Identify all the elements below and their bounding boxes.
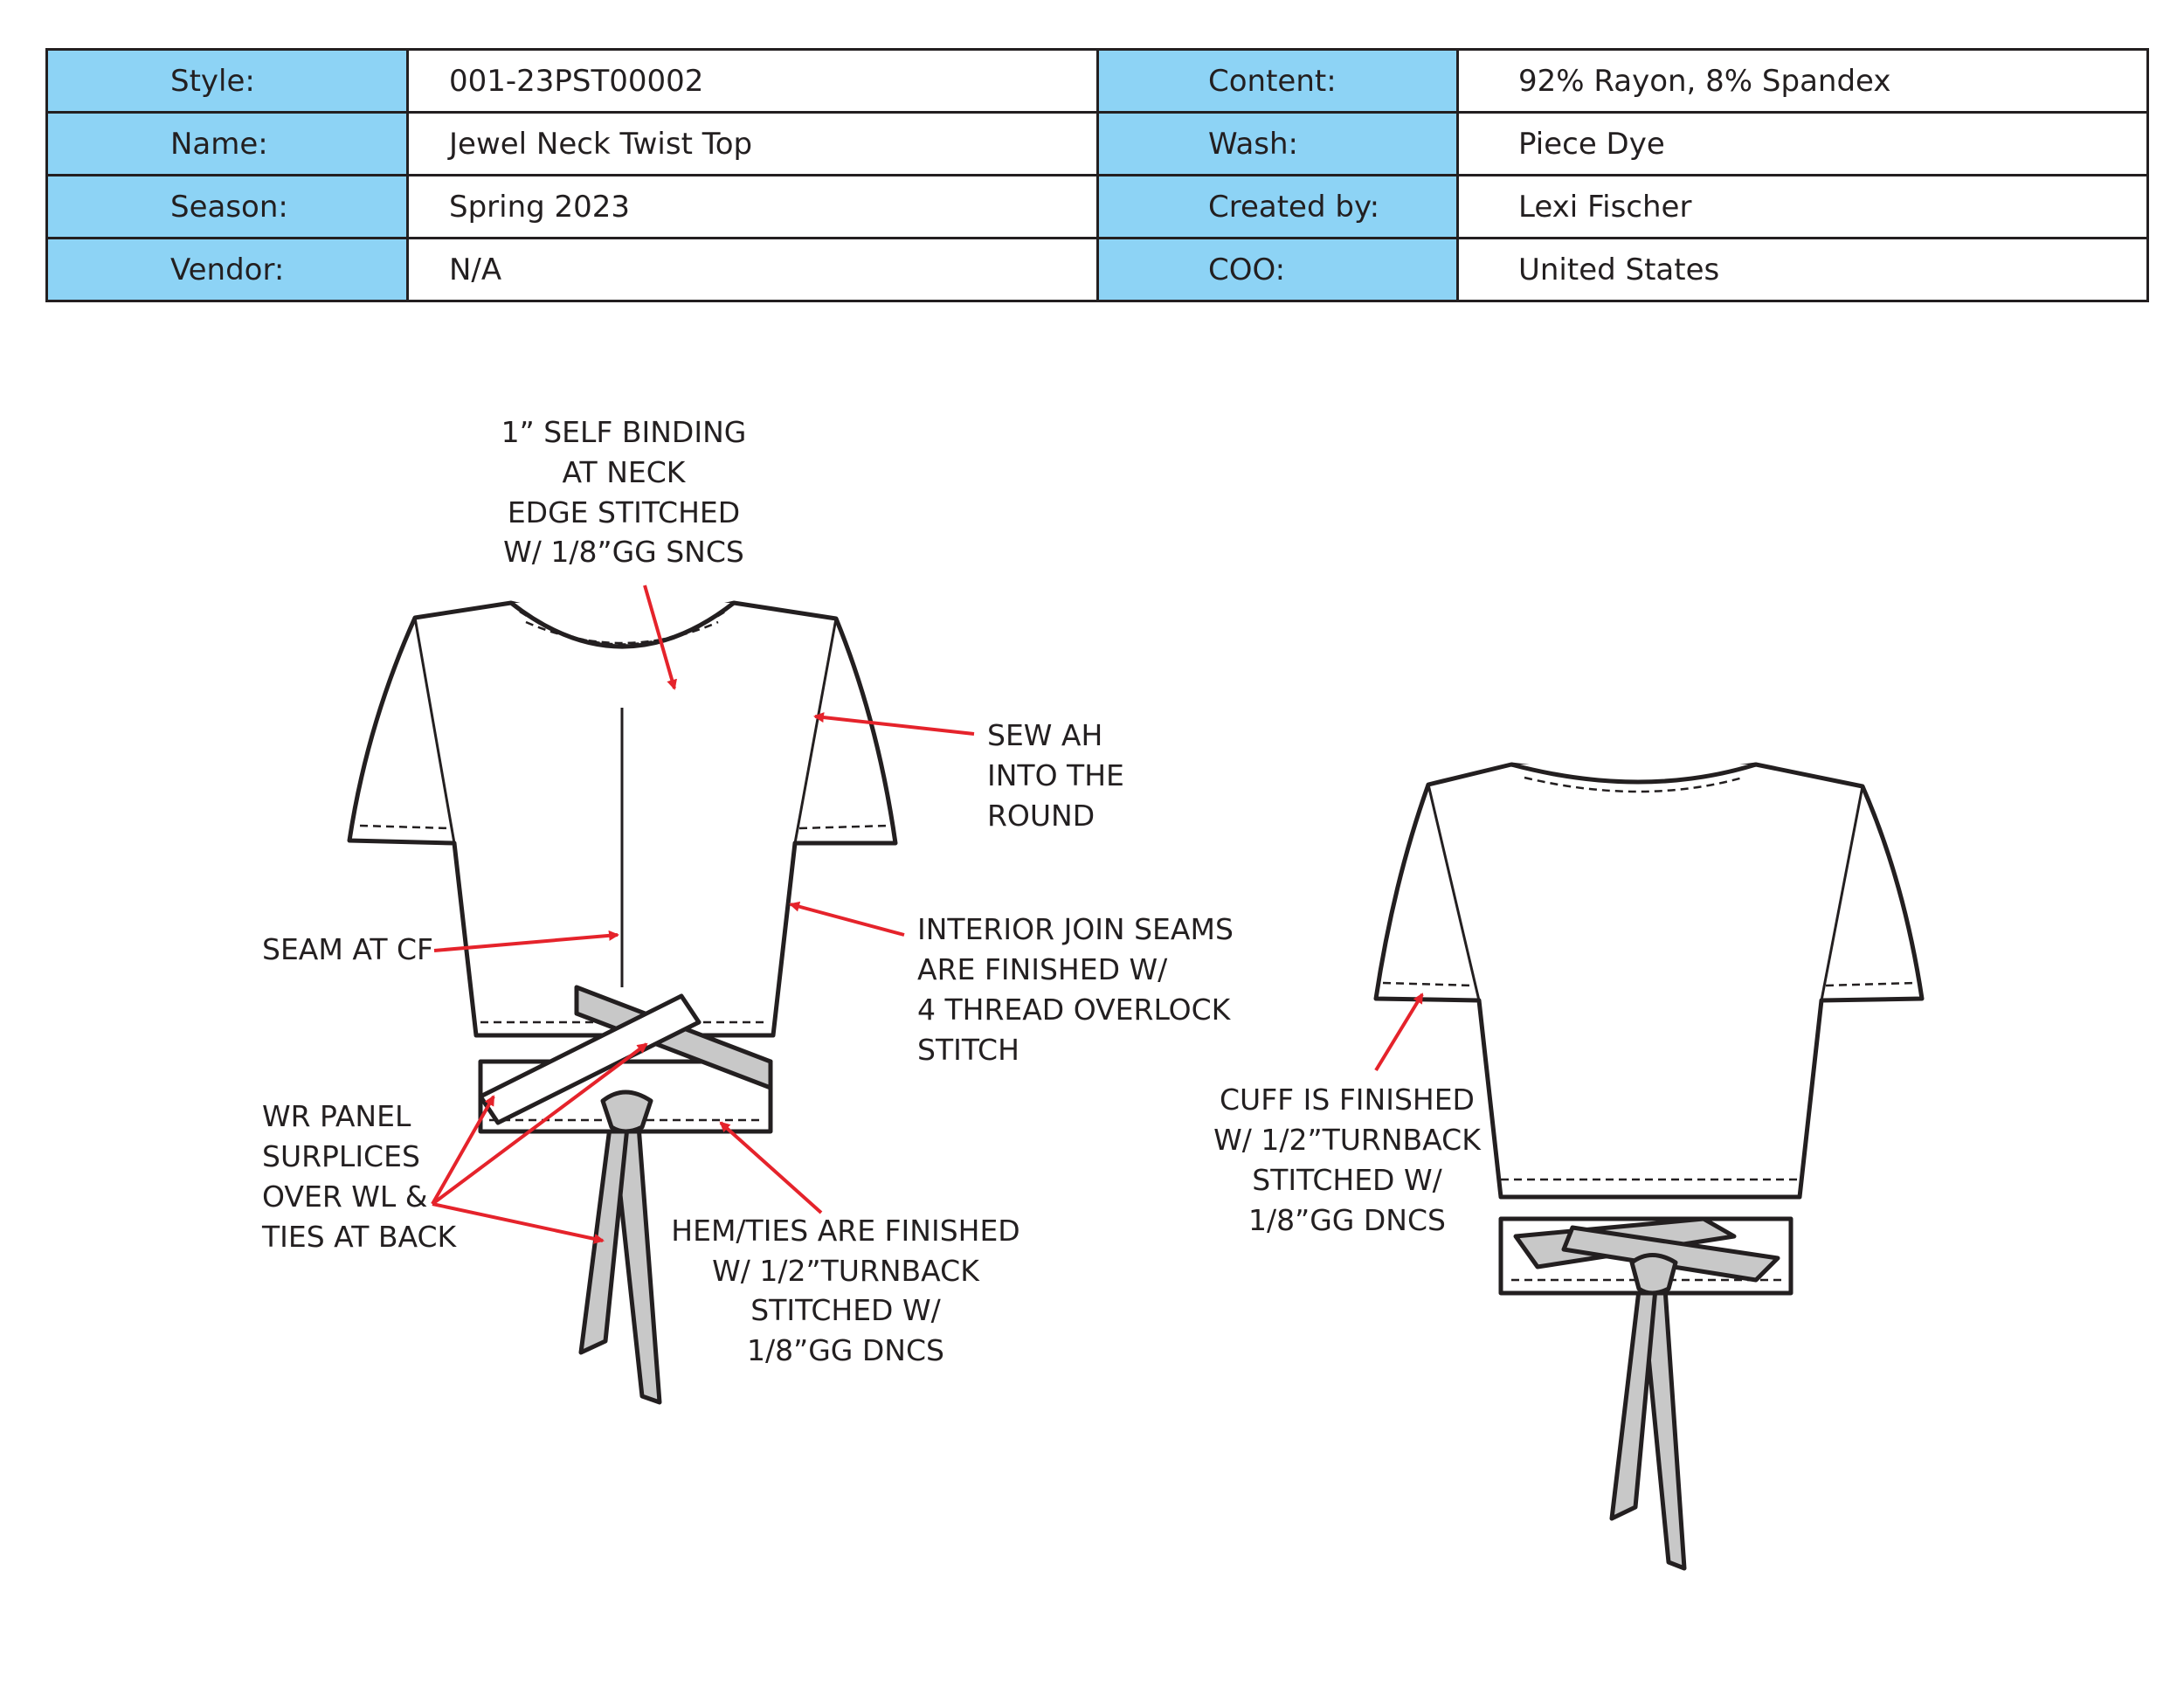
- wr-panel-arrow-2: [431, 1042, 648, 1206]
- front-tie-left: [578, 1111, 630, 1355]
- back-neck-stitch: [1524, 776, 1744, 793]
- sew-ah-arrow: [813, 712, 975, 736]
- style-label: Style:: [45, 48, 409, 114]
- coo-value: United States: [1456, 237, 2149, 302]
- front-neck-binding: [519, 610, 726, 646]
- hem-ties-arrow: [719, 1121, 823, 1214]
- callout-arrows: [431, 585, 1424, 1244]
- coo-label: COO:: [1096, 237, 1459, 302]
- back-left-armhole: [1427, 784, 1481, 1001]
- callout-interior-seams: INTERIOR JOIN SEAMS ARE FINISHED W/ 4 TH…: [917, 912, 1234, 1067]
- callout-line: W/ 1/2”TURNBACK: [1213, 1123, 1482, 1157]
- front-neck-binding-outer: [525, 620, 719, 645]
- front-left-cuff-stitch: [359, 824, 451, 830]
- seam-cf-arrow: [433, 930, 619, 952]
- callout-line: AT NECK: [563, 455, 687, 489]
- created-by-label: Created by:: [1096, 174, 1459, 239]
- name-label: Name:: [45, 111, 409, 176]
- wash-label: Wash:: [1096, 111, 1459, 176]
- callout-wr-panel: WR PANEL SURPLICES OVER WL & TIES AT BAC…: [261, 1099, 458, 1254]
- wr-panel-arrow-3: [432, 1202, 605, 1244]
- table-row: Season: Spring 2023 Created by: Lexi Fis…: [45, 174, 2149, 239]
- callout-line: STITCHED W/: [750, 1293, 941, 1327]
- callout-neck-binding: 1” SELF BINDING AT NECK EDGE STITCHED W/…: [501, 415, 747, 569]
- callout-line: STITCH: [917, 1033, 1019, 1067]
- front-left-armhole: [413, 617, 456, 844]
- callout-line: SEW AH: [987, 718, 1102, 752]
- callout-hem-ties: HEM/TIES ARE FINISHED W/ 1/2”TURNBACK ST…: [671, 1214, 1019, 1367]
- callout-line: 4 THREAD OVERLOCK: [917, 993, 1232, 1027]
- back-right-cuff-stitch: [1825, 981, 1916, 987]
- season-value: Spring 2023: [406, 174, 1099, 239]
- table-row: Style: 001-23PST00002 Content: 92% Rayon…: [45, 48, 2149, 114]
- front-knot: [600, 1090, 653, 1134]
- callout-line: OVER WL &: [262, 1180, 427, 1214]
- content-value: 92% Rayon, 8% Spandex: [1456, 48, 2149, 114]
- back-view-garment: [1373, 762, 1925, 1571]
- callout-line: HEM/TIES ARE FINISHED: [671, 1214, 1019, 1248]
- table-row: Name: Jewel Neck Twist Top Wash: Piece D…: [45, 111, 2149, 176]
- callout-line: SEAM AT CF: [262, 932, 433, 966]
- neck-binding-arrow: [643, 585, 677, 690]
- content-label: Content:: [1096, 48, 1459, 114]
- back-right-armhole: [1820, 785, 1864, 1001]
- callout-line: W/ 1/2”TURNBACK: [712, 1254, 980, 1288]
- front-view-garment: [347, 600, 898, 1405]
- back-knot: [1629, 1253, 1678, 1296]
- back-left-cuff-stitch: [1382, 981, 1476, 987]
- back-tie-left: [1609, 1273, 1658, 1521]
- callout-line: 1/8”GG DNCS: [747, 1333, 944, 1367]
- table-row: Vendor: N/A COO: United States: [45, 237, 2149, 302]
- cuff-arrow: [1374, 993, 1424, 1072]
- callout-line: W/ 1/8”GG SNCS: [503, 535, 744, 569]
- callout-line: STITCHED W/: [1252, 1163, 1442, 1197]
- callout-line: EDGE STITCHED: [508, 495, 740, 529]
- vendor-value: N/A: [406, 237, 1099, 302]
- created-by-value: Lexi Fischer: [1456, 174, 2149, 239]
- back-surplice-2: [1561, 1225, 1780, 1283]
- front-surplice-left: [574, 985, 773, 1090]
- front-right-armhole: [793, 618, 838, 844]
- callout-line: ROUND: [987, 799, 1095, 833]
- style-value: 001-23PST00002: [406, 48, 1099, 114]
- callout-line: CUFF IS FINISHED: [1220, 1083, 1475, 1117]
- name-value: Jewel Neck Twist Top: [406, 111, 1099, 176]
- callout-sew-ah: SEW AH INTO THE ROUND: [987, 718, 1124, 833]
- season-label: Season:: [45, 174, 409, 239]
- callout-line: 1/8”GG DNCS: [1248, 1203, 1446, 1237]
- callout-line: INTERIOR JOIN SEAMS: [917, 912, 1234, 946]
- callout-line: ARE FINISHED W/: [917, 952, 1168, 986]
- callout-line: INTO THE: [987, 758, 1124, 792]
- back-neckline: [1510, 762, 1757, 785]
- callout-line: 1” SELF BINDING: [501, 415, 747, 449]
- callout-line: SURPLICES: [262, 1139, 420, 1173]
- front-surplice-right: [478, 993, 702, 1125]
- callout-line: TIES AT BACK: [261, 1220, 458, 1254]
- front-right-cuff-stitch: [798, 824, 890, 830]
- interior-seams-arrow: [789, 901, 905, 937]
- callout-cuff: CUFF IS FINISHED W/ 1/2”TURNBACK STITCHE…: [1213, 1083, 1482, 1237]
- callout-seam-cf: SEAM AT CF: [262, 932, 433, 966]
- spec-header-table: Style: 001-23PST00002 Content: 92% Rayon…: [45, 48, 2149, 302]
- wr-panel-arrow-1: [431, 1095, 495, 1205]
- wash-value: Piece Dye: [1456, 111, 2149, 176]
- vendor-label: Vendor:: [45, 237, 409, 302]
- callout-line: WR PANEL: [262, 1099, 411, 1133]
